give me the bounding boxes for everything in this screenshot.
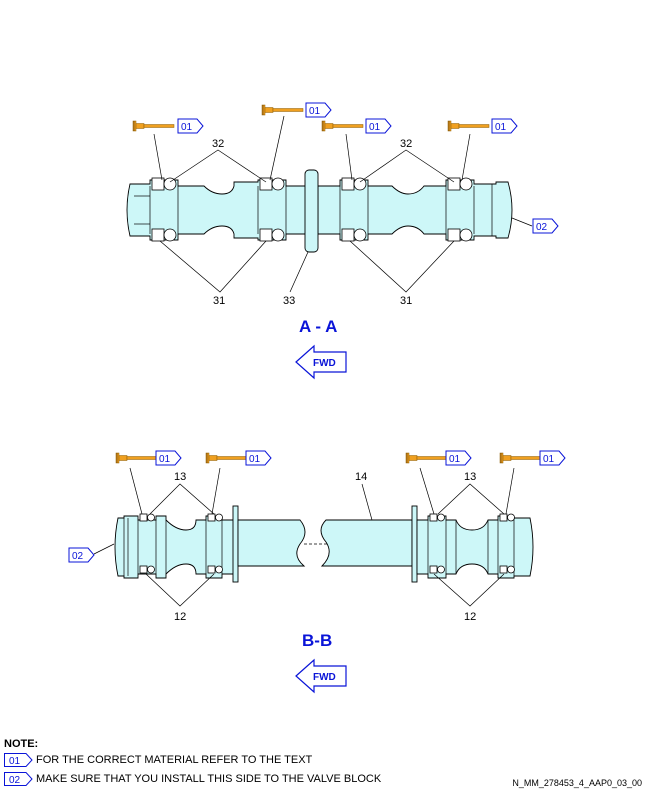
valve-spool-b-left <box>114 515 235 579</box>
callout-seal: 12 <box>174 611 186 623</box>
flag-label: 01 <box>309 106 321 117</box>
note-title: NOTE: <box>4 738 39 750</box>
note-tag-label: 01 <box>9 756 21 767</box>
brush-icon <box>499 452 542 464</box>
fwd-arrow-icon <box>295 658 347 694</box>
callout-ring: 31 <box>400 295 412 307</box>
flag-label: 01 <box>449 454 461 465</box>
flag-label: 01 <box>249 454 261 465</box>
note-tag-label: 02 <box>9 775 21 786</box>
fwd-label: FWD <box>313 672 336 683</box>
callout-ring: 13 <box>464 471 476 483</box>
note-item: 02 MAKE SURE THAT YOU INSTALL THIS SIDE … <box>4 771 381 787</box>
flag-label: 02 <box>536 222 548 233</box>
section-b-drawing <box>68 450 566 607</box>
brush-icon <box>115 452 158 464</box>
fwd-label: FWD <box>313 358 336 369</box>
flag-label: 01 <box>159 454 171 465</box>
brush-icon <box>405 452 448 464</box>
note-text: FOR THE CORRECT MATERIAL REFER TO THE TE… <box>36 754 313 766</box>
flag-label: 02 <box>72 551 84 562</box>
flange-a <box>304 169 319 253</box>
callout-seal: 32 <box>212 138 224 150</box>
flag-label: 01 <box>543 454 555 465</box>
flag-label: 01 <box>369 122 381 133</box>
flag-label: 01 <box>495 122 507 133</box>
callout-seal: 12 <box>464 611 476 623</box>
tube-left <box>237 519 306 567</box>
brush-icon <box>321 120 364 132</box>
flag-label: 01 <box>181 122 193 133</box>
callout-seal: 32 <box>400 138 412 150</box>
flag-tag-icon: 01 <box>4 753 34 767</box>
callout-ring: 31 <box>213 295 225 307</box>
brush-icon <box>447 120 490 132</box>
brush-icon <box>261 104 304 116</box>
note-text: MAKE SURE THAT YOU INSTALL THIS SIDE TO … <box>36 773 382 785</box>
document-id: N_MM_278453_4_AAP0_03_00 <box>512 778 642 788</box>
callout-tube: 14 <box>355 471 367 483</box>
section-title-b: B-B <box>302 631 332 650</box>
fwd-arrow-icon <box>295 344 347 380</box>
section-title-a: A - A <box>299 317 337 336</box>
tube-right <box>320 519 413 567</box>
section-a-drawing <box>126 102 559 293</box>
callout-ring: 13 <box>174 471 186 483</box>
flag-tag-icon: 02 <box>4 772 34 786</box>
brush-icon <box>132 120 175 132</box>
callout-flange: 33 <box>283 295 295 307</box>
brush-icon <box>205 452 248 464</box>
note-item: 01 FOR THE CORRECT MATERIAL REFER TO THE… <box>4 752 312 768</box>
notes: NOTE: 01 FOR THE CORRECT MATERIAL REFER … <box>4 738 644 792</box>
